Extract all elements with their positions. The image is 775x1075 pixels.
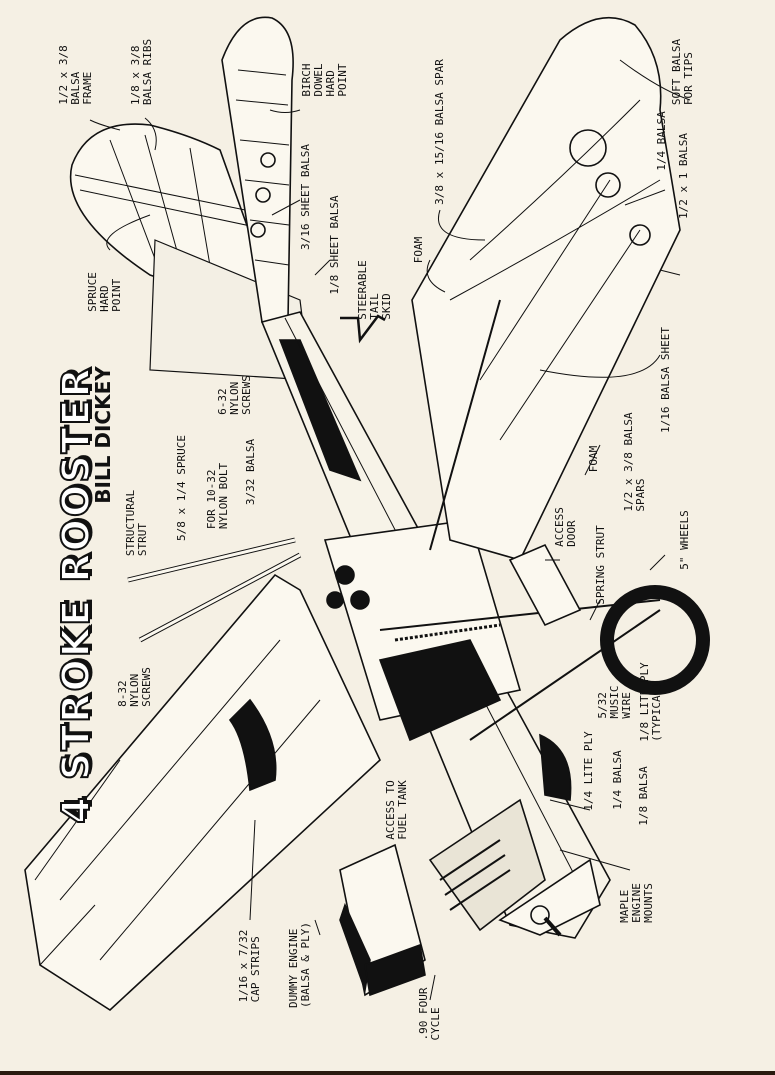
access-door [508, 543, 582, 627]
wheel [600, 585, 710, 695]
label-sheet-1-8: 1/8 SHEET BALSA [328, 195, 341, 295]
horizontal-stabilizer [69, 123, 311, 381]
label-stab-ribs: 1/8 x 3/8 BALSA RIBS [129, 38, 154, 106]
label-dummy-engine: DUMMY ENGINE (BALSA & PLY) [287, 921, 312, 1009]
label-balsa-1-4-low: 1/4 BALSA [611, 750, 624, 810]
label-nylon-8-32: 8-32 NYLON SCREWS [116, 667, 153, 707]
label-balsa-1-8-low: 1/8 BALSA [637, 766, 650, 826]
left-wing [24, 573, 381, 1012]
label-tail-skid: STEERABLE TAIL SKID [356, 260, 393, 320]
label-spruce-5-8: 5/8 x 1/4 SPRUCE [175, 435, 188, 541]
label-spar-3-8: 3/8 x 15/16 BALSA SPAR [433, 59, 446, 205]
leader-lines [89, 59, 691, 1001]
label-balsa-1-4-top: 1/4 BALSA [655, 111, 668, 171]
label-birch-dowel: BIRCH DOWEL HARD POINT [300, 63, 349, 97]
label-spring-strut: SPRING STRUT [594, 525, 607, 605]
label-wheels: 5" WHEELS [678, 510, 691, 570]
label-balsa-sheet-1-16: 1/16 BALSA SHEET [659, 327, 672, 433]
label-nylon-6-32: 6-32 NYLON SCREWS [216, 375, 253, 415]
rear-wheel [539, 733, 572, 801]
label-stab-frame: 1/2 x 3/8 BALSA FRAME [57, 45, 94, 105]
right-wing [411, 17, 681, 561]
label-soft-tips: SOFT BALSA FOR TIPS [670, 38, 695, 106]
label-cap-strips: 1/16 x 7/32 CAP STRIPS [237, 929, 262, 1003]
label-foam-lower: FOAM [587, 445, 600, 473]
tail-skid [340, 314, 386, 344]
dummy-engine [339, 843, 426, 997]
author-byline: BILL DICKEY [91, 366, 115, 504]
label-foam-top: FOAM [412, 236, 425, 264]
label-balsa-3-32: 3/32 BALSA [244, 438, 257, 506]
label-lite-ply-1-8: 1/8 LITE PLY (TYPICAL) [638, 662, 663, 742]
label-lite-ply-1-4: 1/4 LITE PLY [582, 731, 595, 811]
label-music-wire: 5/32 MUSIC WIRE [596, 685, 633, 719]
page-bottom-edge [0, 1071, 775, 1075]
vertical-fin [221, 16, 294, 323]
label-nylon-bolt: FOR 10-32 NYLON BOLT [205, 462, 230, 530]
label-engine-mounts: MAPLE ENGINE MOUNTS [618, 883, 655, 923]
label-sheet-3-16: 3/16 SHEET BALSA [299, 144, 312, 250]
label-spruce-hard-point: SPRUCE HARD POINT [86, 272, 123, 312]
label-structural-strut: STRUCTURAL STRUT [124, 489, 149, 557]
label-fuel-tank: ACCESS TO FUEL TANK [384, 780, 409, 840]
engine [428, 798, 601, 937]
struts [127, 299, 661, 741]
label-access-door: ACCESS DOOR [553, 507, 578, 547]
label-engine: .90 FOUR CYCLE [417, 987, 442, 1041]
label-spars-1-2: 1/2 x 3/8 BALSA SPARS [622, 412, 647, 512]
label-balsa-1-2x1: 1/2 x 1 BALSA [677, 132, 690, 220]
